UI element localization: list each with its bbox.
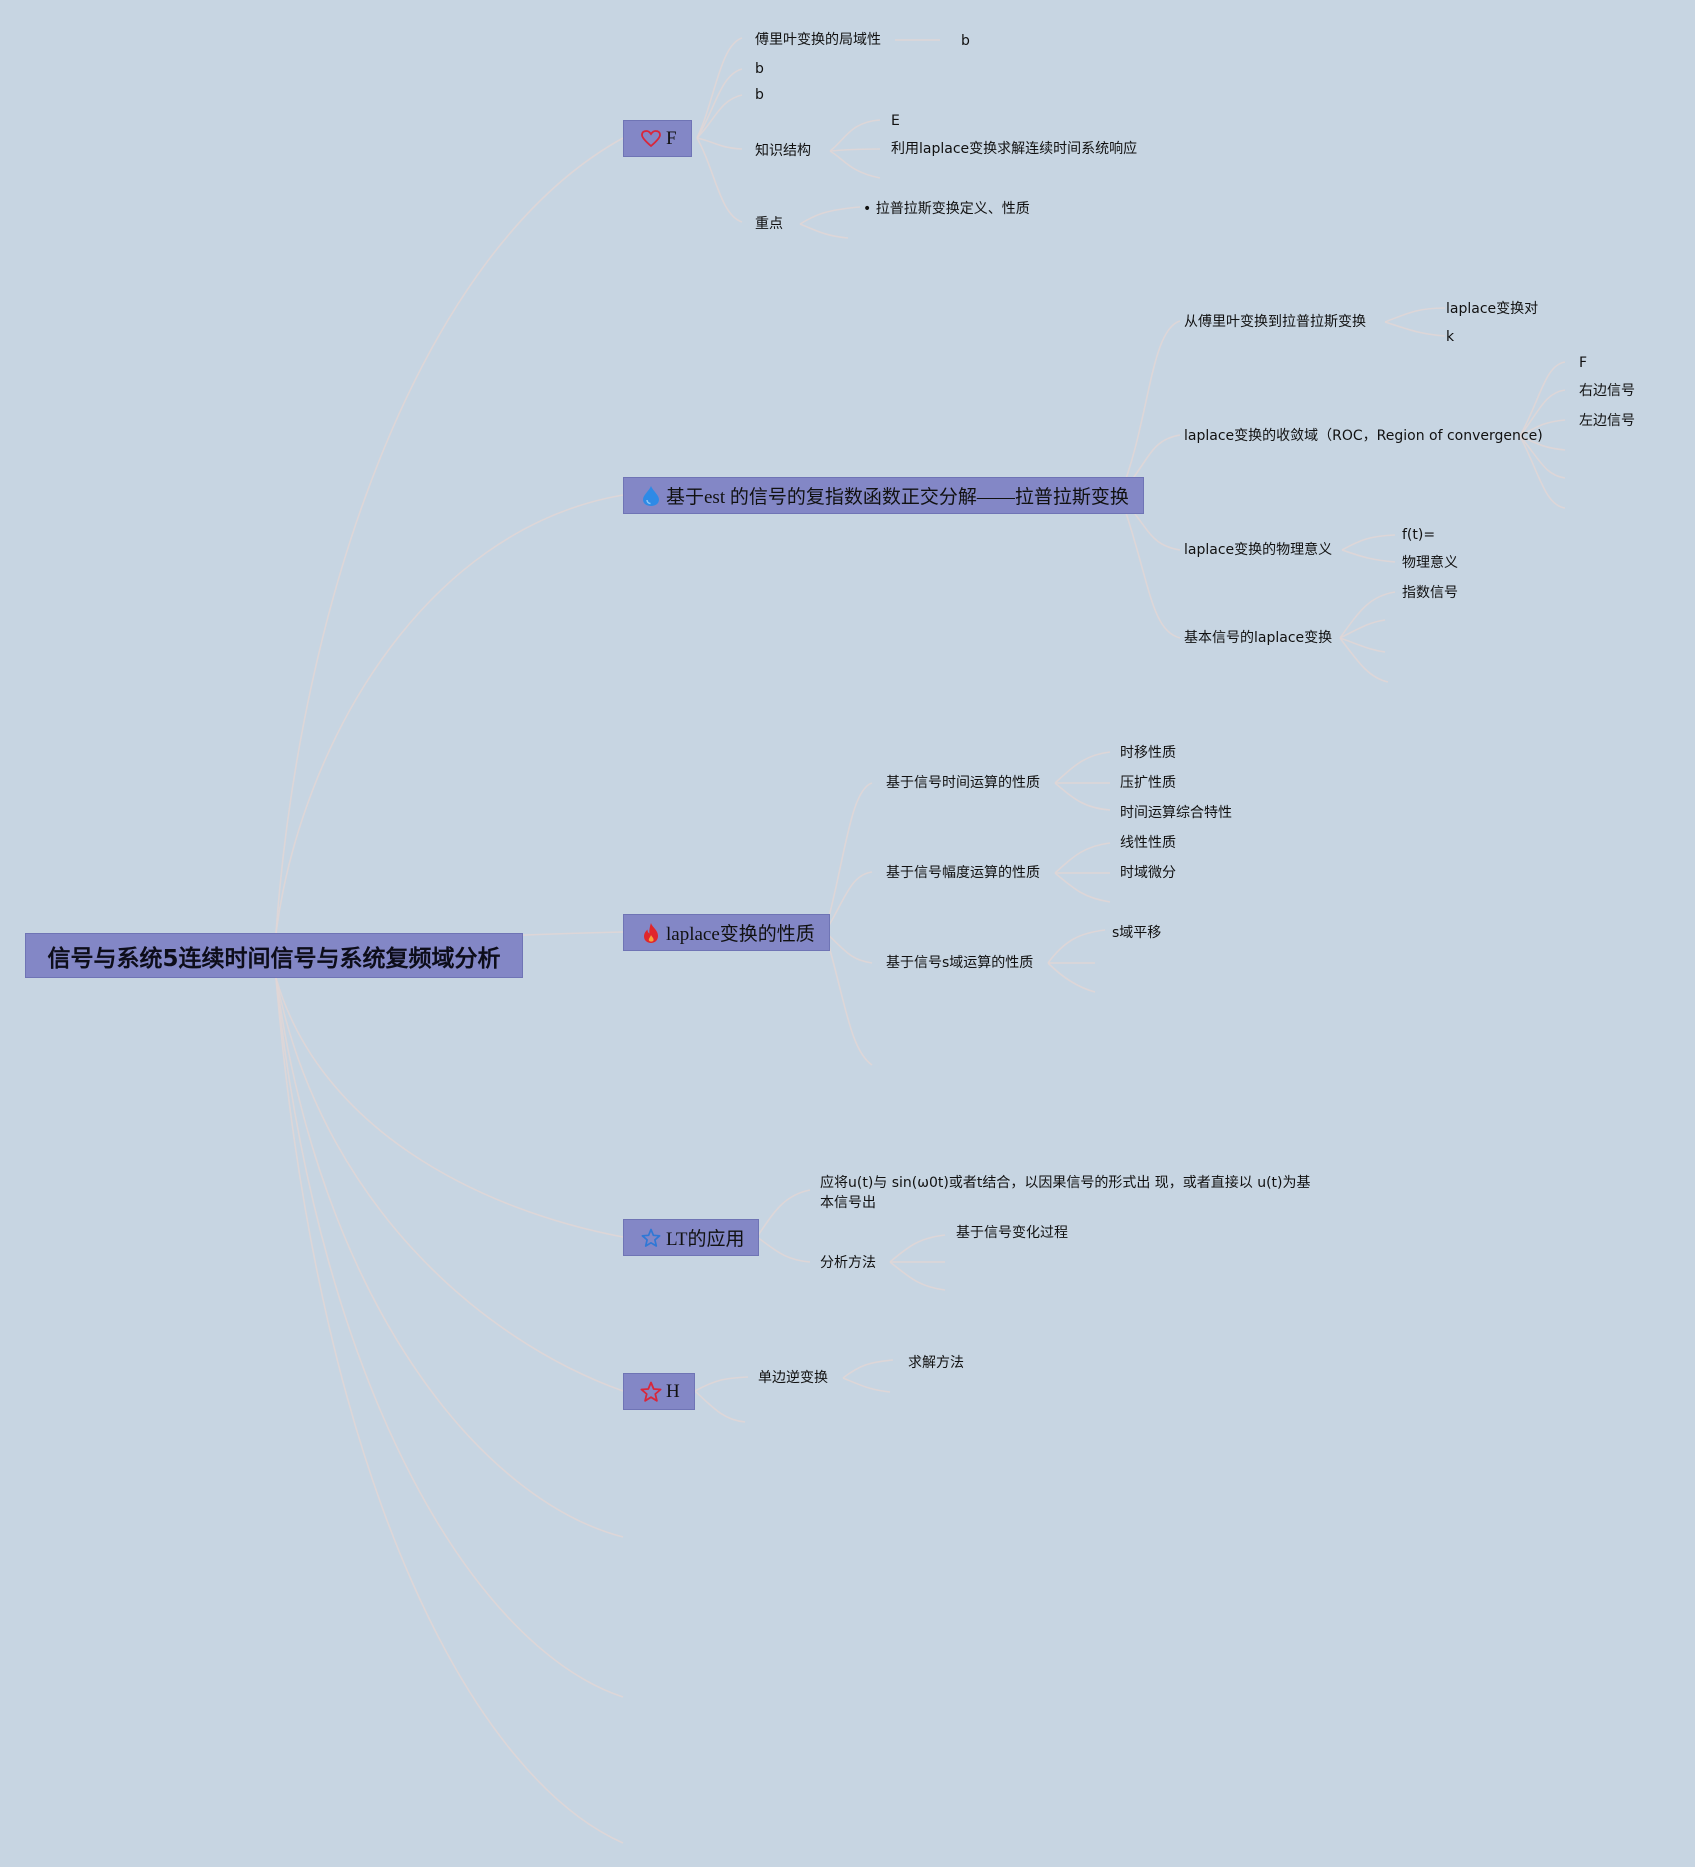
- topic-lt-label: LT的应用: [666, 1229, 745, 1250]
- topic-props[interactable]: laplace变换的性质: [623, 914, 830, 951]
- topic-lt[interactable]: LT的应用: [623, 1219, 760, 1256]
- node-right-signal[interactable]: 右边信号: [1579, 383, 1635, 399]
- node-key-item[interactable]: • 拉普拉斯变换定义、性质: [863, 201, 1030, 217]
- node-shift[interactable]: 时移性质: [1120, 745, 1176, 761]
- node-k[interactable]: k: [1446, 329, 1455, 345]
- node-s-ops[interactable]: 基于信号s域运算的性质: [886, 955, 1034, 971]
- topic-f-label: F: [666, 127, 677, 149]
- node-amp-ops[interactable]: 基于信号幅度运算的性质: [886, 865, 1040, 881]
- node-exp-signal[interactable]: 指数信号: [1402, 585, 1458, 601]
- node-ft[interactable]: f(t)=: [1402, 527, 1436, 543]
- node-structure-laplace[interactable]: 利用laplace变换求解连续时间系统响应: [891, 141, 1138, 157]
- node-linear[interactable]: 线性性质: [1120, 835, 1176, 851]
- water-drop-icon: [640, 485, 662, 507]
- node-time-ops[interactable]: 基于信号时间运算的性质: [886, 775, 1040, 791]
- topic-props-label: laplace变换的性质: [666, 924, 815, 945]
- node-lt-note[interactable]: 应将u(t)与 sin(ω0t)或者t结合，以因果信号的形式出 现，或者直接以 …: [820, 1175, 1311, 1211]
- star-icon: [640, 1227, 662, 1249]
- node-left-signal[interactable]: 左边信号: [1579, 413, 1635, 429]
- root-title: 信号与系统5连续时间信号与系统复频域分析: [47, 945, 501, 972]
- node-fourier-locality[interactable]: 傅里叶变换的局域性: [755, 32, 881, 48]
- topic-f[interactable]: F: [623, 120, 692, 157]
- node-roc-f[interactable]: F: [1579, 355, 1588, 371]
- node-diff[interactable]: 时域微分: [1120, 865, 1176, 881]
- node-method[interactable]: 分析方法: [820, 1255, 876, 1271]
- node-method-item[interactable]: 基于信号变化过程: [956, 1225, 1068, 1241]
- topic-h-label: H: [666, 1380, 680, 1402]
- node-structure-e[interactable]: E: [891, 113, 900, 129]
- heart-icon: [640, 128, 662, 150]
- node-key[interactable]: 重点: [755, 216, 783, 232]
- node-physical-meaning[interactable]: 物理意义: [1402, 555, 1458, 571]
- root-topic[interactable]: 信号与系统5连续时间信号与系统复频域分析: [25, 933, 523, 978]
- node-scale[interactable]: 压扩性质: [1120, 775, 1176, 791]
- topic-est-label: 基于est 的信号的复指数函数正交分解——拉普拉斯变换: [666, 487, 1129, 508]
- topic-est[interactable]: 基于est 的信号的复指数函数正交分解——拉普拉斯变换: [623, 477, 1144, 514]
- node-roc[interactable]: laplace变换的收敛域（ROC，Region of convergence): [1184, 428, 1543, 444]
- node-basic[interactable]: 基本信号的laplace变换: [1184, 630, 1333, 646]
- topic-h[interactable]: H: [623, 1373, 695, 1410]
- node-s-shift[interactable]: s域平移: [1112, 925, 1162, 941]
- node-b1[interactable]: b: [755, 61, 764, 77]
- node-time-combined[interactable]: 时间运算综合特性: [1120, 805, 1232, 821]
- node-inverse[interactable]: 单边逆变换: [758, 1370, 828, 1386]
- node-b2[interactable]: b: [755, 87, 764, 103]
- node-fourier-locality-b[interactable]: b: [961, 33, 970, 49]
- node-pair[interactable]: laplace变换对: [1446, 301, 1539, 317]
- node-from-fourier[interactable]: 从傅里叶变换到拉普拉斯变换: [1184, 314, 1366, 330]
- node-solve[interactable]: 求解方法: [908, 1355, 964, 1371]
- node-structure[interactable]: 知识结构: [755, 143, 811, 159]
- node-physical[interactable]: laplace变换的物理意义: [1184, 542, 1333, 558]
- fire-icon: [640, 922, 662, 944]
- star-outline-icon: [640, 1381, 662, 1403]
